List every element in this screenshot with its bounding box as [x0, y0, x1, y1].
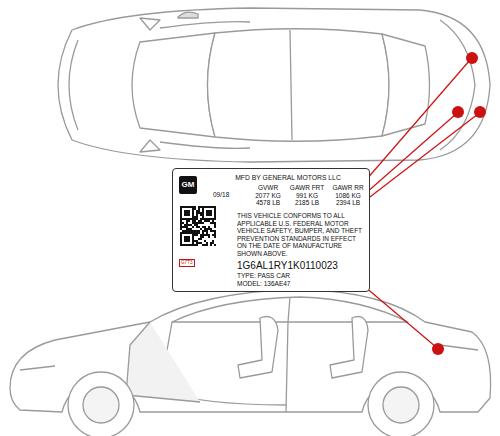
top-body [58, 8, 490, 162]
rating-text: MFD BY GENERAL MOTORS LLC [213, 174, 363, 181]
label-text: MODEL: 136AE47 [237, 280, 290, 287]
rating-text: 2185 LB [287, 199, 327, 206]
statement-text: THIS VEHICLE CONFORMS TO ALL APPLICABLE … [237, 212, 365, 258]
rating-text: GAWR RR [329, 184, 367, 191]
leader-line [366, 114, 456, 193]
leader-line [364, 286, 436, 347]
leader-line [366, 60, 470, 180]
rating-text: GAWR FRT [287, 184, 327, 191]
rating-text: 2077 KG [249, 192, 287, 199]
label-text: TYPE: PASS CAR [237, 272, 290, 279]
location-dot [466, 52, 478, 64]
rating-text: 4578 LB [249, 199, 287, 206]
open-door [126, 322, 200, 402]
qr-code [180, 206, 216, 246]
certification-label: GM MFD BY GENERAL MOTORS LLC 09/18 GVWR2077… [172, 168, 370, 292]
vin-number: 1G6AL1RY1K0110023 [237, 260, 338, 271]
rear-seat [330, 317, 368, 379]
rear-window [382, 34, 430, 136]
code-tag: G7T3 [179, 259, 195, 267]
roof [208, 29, 390, 142]
rating-text: GVWR [249, 184, 287, 191]
front-wheel [68, 372, 134, 436]
windshield [132, 33, 215, 137]
leader-line [366, 114, 478, 200]
mirror [140, 18, 160, 30]
label-text: 09/18 [213, 191, 229, 198]
rear-wheel [368, 372, 434, 436]
front-seat [238, 317, 278, 379]
antenna [178, 12, 198, 18]
rating-text: 991 KG [287, 192, 327, 199]
location-dot [432, 343, 444, 355]
rating-text: 1086 KG [329, 192, 367, 199]
location-dot [474, 106, 486, 118]
location-dot [452, 106, 464, 118]
gm-logo: GM [179, 176, 197, 194]
rating-text: 2394 LB [329, 199, 367, 206]
mirror [140, 140, 160, 152]
